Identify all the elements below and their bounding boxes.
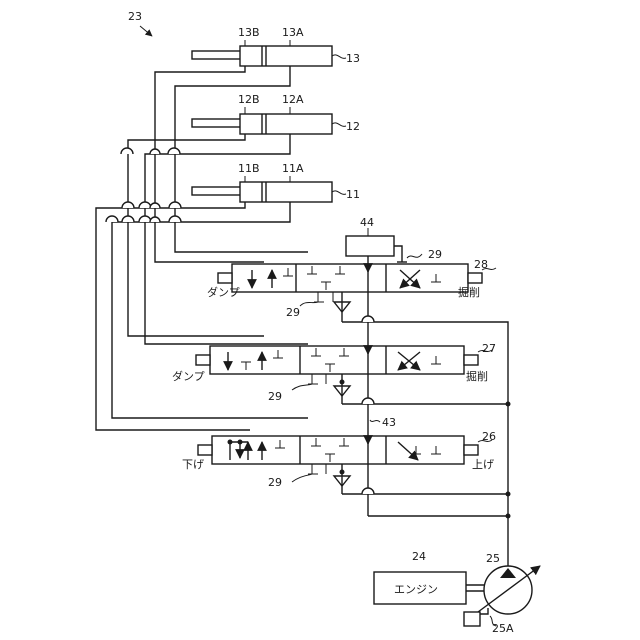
valve-27: ダンプ 掘削 27 29	[172, 342, 496, 404]
regulator-label: 25A	[492, 622, 514, 635]
valve-26-left-label: 下げ	[182, 458, 204, 471]
controller-label: 44	[360, 216, 374, 229]
valve-28-right-label: 掘削	[458, 285, 480, 299]
valve-27-tank-label: 29	[268, 390, 282, 403]
cylinder-13-rod-port-label: 13B	[238, 26, 260, 39]
cylinder-13-head-port-label: 13A	[282, 26, 304, 39]
cylinder-11-rod-port-label: 11B	[238, 162, 260, 175]
valve-28: ダンプ 掘削 28 29	[207, 258, 496, 322]
system-ref-label: 23	[128, 10, 142, 23]
cylinder-11-head-port-label: 11A	[282, 162, 304, 175]
cylinder-11: 11B 11A 11	[192, 162, 360, 202]
valve-27-label: 27	[482, 342, 496, 355]
valve-28-tank-label: 29	[286, 306, 300, 319]
cylinder-13: 13B 13A 13	[192, 26, 360, 66]
line-43-label: 43	[382, 416, 396, 429]
system-reference: 23	[128, 10, 152, 36]
valve-26-tank-label: 29	[268, 476, 282, 489]
valve-27-right-label: 掘削	[466, 369, 488, 383]
cylinder-12-rod-port-label: 12B	[238, 93, 260, 106]
controller-tank-label: 29	[428, 248, 442, 261]
valve-28-left-label: ダンプ	[207, 285, 240, 299]
cylinder-12-head-port-label: 12A	[282, 93, 304, 106]
cylinder-12-label: 12	[346, 120, 360, 133]
valve-28-label: 28	[474, 258, 488, 271]
valve-26: 下げ 上げ 26 29	[182, 430, 496, 494]
pump-25: 25 25A	[464, 552, 540, 635]
engine-label: エンジン	[394, 583, 438, 596]
supply-lines: 43	[340, 256, 511, 572]
engine-24: エンジン 24	[374, 550, 484, 604]
engine-ref-label: 24	[412, 550, 426, 563]
controller-44: 44 29	[346, 216, 442, 262]
valve-26-right-label: 上げ	[472, 458, 494, 471]
cylinder-12: 12B 12A 12	[192, 93, 360, 134]
pump-label: 25	[486, 552, 500, 565]
valve-27-left-label: ダンプ	[172, 369, 205, 383]
pipe-crossovers	[106, 148, 181, 222]
valve-26-label: 26	[482, 430, 496, 443]
cylinder-13-label: 13	[346, 52, 360, 65]
cylinder-11-label: 11	[346, 188, 360, 201]
